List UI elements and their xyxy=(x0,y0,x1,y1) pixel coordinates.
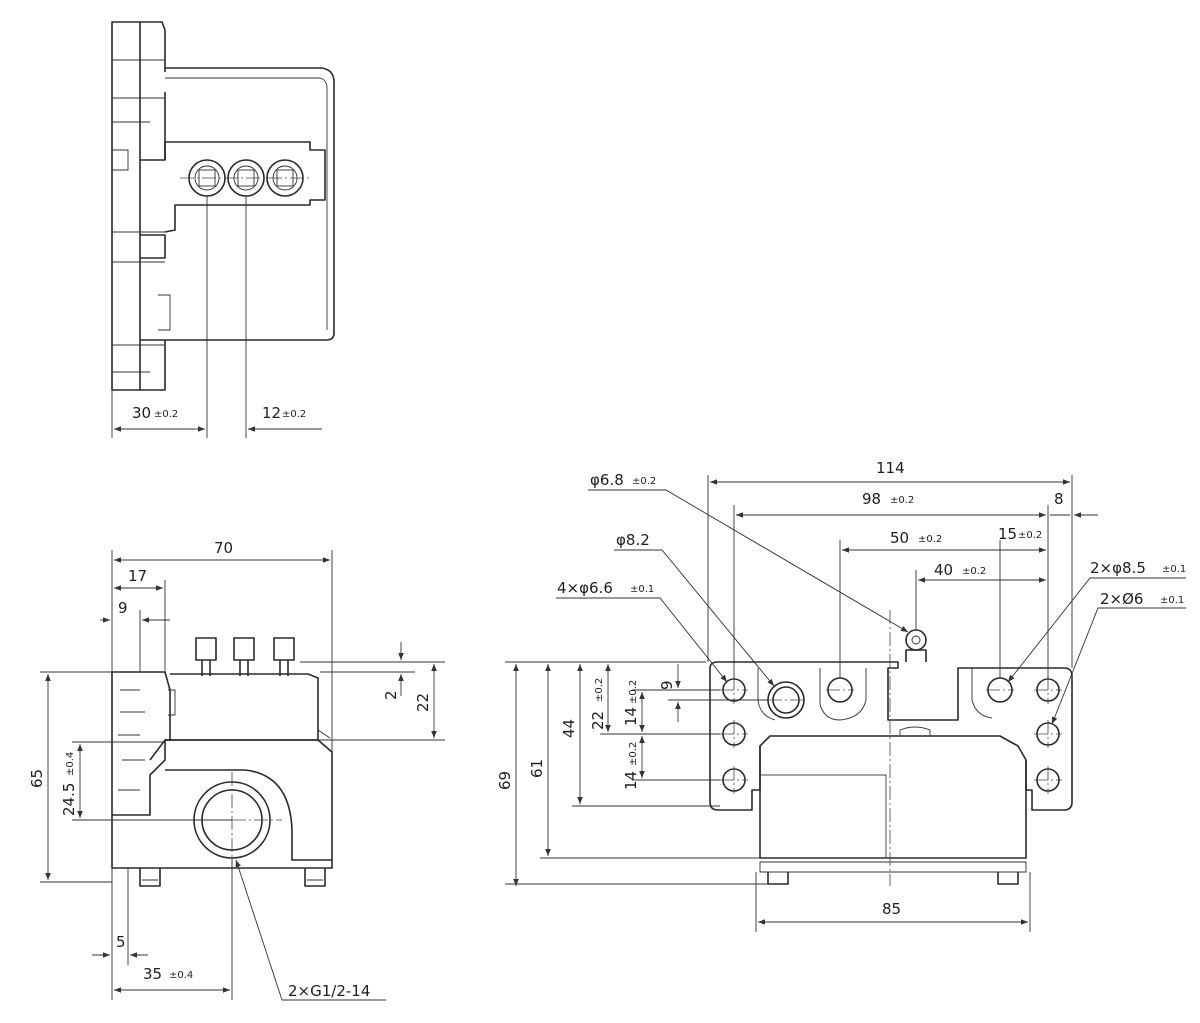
dim-2: 2 xyxy=(382,690,400,700)
dim-14-upper-tol: ±0.2 xyxy=(628,680,639,704)
dim-70: 70 xyxy=(214,539,233,557)
callout-holes-8-5: 2×φ8.5 xyxy=(1090,559,1146,577)
dim-9-side: 9 xyxy=(118,599,128,617)
dim-24-5-tol: ±0.4 xyxy=(65,752,76,776)
dim-114: 114 xyxy=(876,459,905,477)
callout-holes-6: 2×Ø6 xyxy=(1100,590,1143,608)
dim-22-front: 22 xyxy=(589,711,607,730)
callout-roller: φ6.8 xyxy=(590,471,624,489)
side-view: 70 17 9 2 22 65 24.5 ±0.4 xyxy=(28,539,445,1001)
dim-12-tol: ±0.2 xyxy=(282,409,306,420)
side-view-dimensions: 70 17 9 2 22 65 24.5 ±0.4 xyxy=(28,539,445,1001)
dim-44: 44 xyxy=(560,719,578,738)
callout-holes-6-tol: ±0.1 xyxy=(1160,595,1184,606)
dim-22-side: 22 xyxy=(414,693,432,712)
top-view: 30 ±0.2 12 ±0.2 xyxy=(111,21,335,438)
dim-30: 30 xyxy=(132,404,151,422)
dim-35-tol: ±0.4 xyxy=(169,970,193,981)
dim-40-tol: ±0.2 xyxy=(962,566,986,577)
dim-15: 15 xyxy=(998,525,1017,543)
dim-40: 40 xyxy=(934,561,953,579)
dim-15-tol: ±0.2 xyxy=(1018,530,1042,541)
dim-35: 35 xyxy=(143,965,162,983)
callout-holes-6-6: 4×φ6.6 xyxy=(557,579,613,597)
dim-12: 12 xyxy=(262,404,281,422)
dim-30-tol: ±0.2 xyxy=(154,409,178,420)
dim-85: 85 xyxy=(882,900,901,918)
dim-17: 17 xyxy=(128,567,147,585)
callout-hole-8-2: φ8.2 xyxy=(616,531,650,549)
dim-8: 8 xyxy=(1054,490,1064,508)
mounting-holes xyxy=(722,677,1060,792)
dim-50: 50 xyxy=(890,529,909,547)
top-view-dimensions: 30 ±0.2 12 ±0.2 xyxy=(111,196,322,438)
dim-50-tol: ±0.2 xyxy=(918,534,942,545)
dim-61: 61 xyxy=(528,759,546,778)
dim-69: 69 xyxy=(496,771,514,790)
dim-14-lower-tol: ±0.2 xyxy=(628,742,639,766)
front-view-dimensions: 114 98 ±0.2 8 50 ±0.2 15 ±0.2 40 ±0.2 xyxy=(496,459,1186,932)
dim-98-tol: ±0.2 xyxy=(890,495,914,506)
dim-22-front-tol: ±0.2 xyxy=(594,678,605,702)
front-view: 114 98 ±0.2 8 50 ±0.2 15 ±0.2 40 ±0.2 xyxy=(496,459,1186,932)
callout-roller-tol: ±0.2 xyxy=(632,476,656,487)
front-view-outline xyxy=(709,610,1073,886)
top-view-outline xyxy=(111,21,335,391)
side-terminals xyxy=(195,637,295,676)
dim-14-lower: 14 xyxy=(622,771,640,790)
dim-14-upper: 14 xyxy=(622,707,640,726)
callout-conduit: 2×G1/2-14 xyxy=(288,982,370,1000)
dim-98: 98 xyxy=(862,490,881,508)
dim-65: 65 xyxy=(28,769,46,788)
callout-holes-6-6-tol: ±0.1 xyxy=(630,584,654,595)
side-view-outline xyxy=(111,637,333,887)
dim-5: 5 xyxy=(116,933,126,951)
callout-holes-8-5-tol: ±0.1 xyxy=(1162,564,1186,575)
dim-9-front: 9 xyxy=(658,680,676,690)
dim-24-5: 24.5 xyxy=(60,783,78,816)
